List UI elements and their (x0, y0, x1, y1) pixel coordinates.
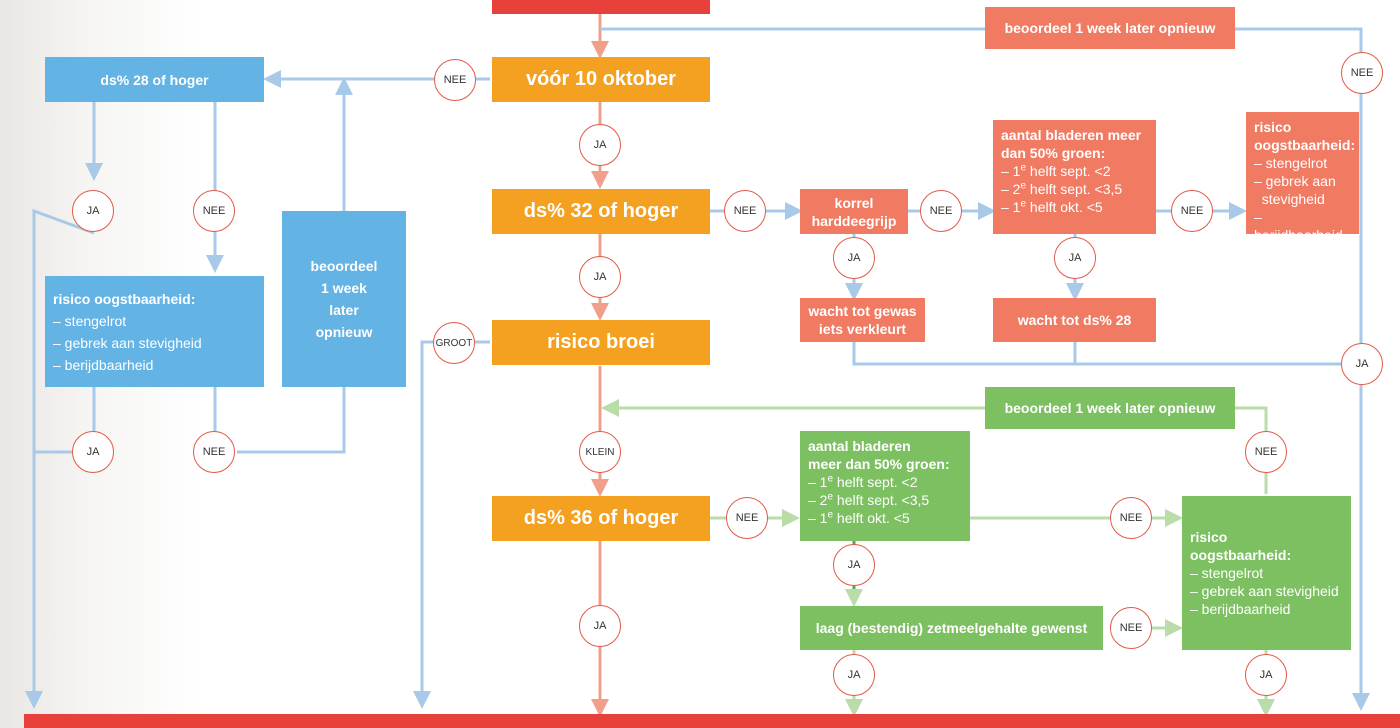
decision-groot-circle: GROOT (433, 322, 475, 364)
risico-salmon-item: – gebrek aan (1254, 173, 1336, 189)
decision-ja-circle: JA (1341, 343, 1383, 385)
risico-salmon-item: – stengelrot (1254, 155, 1328, 171)
box-laag-zetmeel: laag (bestendig) zetmeelgehalte gewenst (800, 606, 1103, 650)
decision-ja-circle: JA (833, 654, 875, 696)
beoordeel-left-line: 1 week (321, 280, 367, 296)
bladeren-salmon-item: – 1e helft okt. <5 (1001, 198, 1103, 215)
bladeren-salmon-item: – 2e helft sept. <3,5 (1001, 180, 1123, 197)
risico-salmon-item: stevigheid (1254, 191, 1325, 207)
bladeren-green-item: – 1e helft okt. <5 (808, 509, 910, 526)
decision-nee-circle: NEE (193, 431, 235, 473)
box-ds28: ds% 28 of hoger (45, 57, 264, 102)
decision-nee-circle: NEE (1341, 52, 1383, 94)
box-wacht-ds28: wacht tot ds% 28 (993, 298, 1156, 342)
decision-ja-circle: JA (72, 190, 114, 232)
beoordeel-left-line: opnieuw (315, 324, 373, 340)
beoordeel-left-line: later (329, 302, 359, 318)
box-beoordeel-green: beoordeel 1 week later opnieuw (985, 387, 1235, 429)
box-risico-left: risico oogstbaarheid: – stengelrot – geb… (45, 276, 264, 387)
risico-green-title: oogstbaarheid: (1190, 547, 1292, 563)
box-risico-green: risico oogstbaarheid: – stengelrot – geb… (1182, 496, 1351, 650)
decision-nee-circle: NEE (1171, 190, 1213, 232)
box-ds36: ds% 36 of hoger (492, 496, 710, 541)
top-red-bar (492, 0, 710, 14)
decision-ja-circle: JA (833, 237, 875, 279)
decision-nee-circle: NEE (920, 190, 962, 232)
risico-left-item: – berijdbaarheid (53, 357, 154, 373)
box-korrel: korrel harddeegrijp (800, 189, 908, 234)
box-ds32: ds% 32 of hoger (492, 189, 710, 234)
bladeren-green-item: – 1e helft sept. <2 (808, 473, 918, 490)
decision-klein-circle: KLEIN (579, 431, 621, 473)
decision-nee-circle: NEE (193, 190, 235, 232)
decision-nee-circle: NEE (726, 497, 768, 539)
risico-salmon-title: risico (1254, 119, 1292, 135)
box-beoordeel-left: beoordeel 1 week later opnieuw (282, 211, 406, 387)
decision-nee-circle: NEE (434, 59, 476, 101)
decision-ja-circle: JA (833, 544, 875, 586)
box-wacht-gewas: wacht tot gewas iets verkleurt (800, 298, 925, 342)
risico-salmon-title: oogstbaarheid: (1254, 137, 1356, 153)
risico-left-item: – gebrek aan stevigheid (53, 335, 202, 351)
korrel-line: harddeegrijp (811, 212, 897, 229)
decision-ja-circle: JA (72, 431, 114, 473)
box-bladeren-salmon: aantal bladeren meer dan 50% groen: – 1e… (993, 120, 1156, 234)
decision-ja-circle: JA (1245, 654, 1287, 696)
box-risico-salmon: risico oogstbaarheid: – stengelrot – geb… (1246, 112, 1359, 243)
bladeren-salmon-item: – 1e helft sept. <2 (1001, 162, 1111, 179)
wacht-gewas-line: wacht tot gewas (808, 303, 917, 319)
box-voor-10-oktober: vóór 10 oktober (492, 57, 710, 102)
decision-ja-circle: JA (579, 605, 621, 647)
risico-green-item: – berijdbaarheid (1190, 601, 1291, 617)
decision-nee-circle: NEE (1110, 497, 1152, 539)
bladeren-green-item: – 2e helft sept. <3,5 (808, 491, 930, 508)
decision-ja-circle: JA (1054, 237, 1096, 279)
risico-green-item: – gebrek aan stevigheid (1190, 583, 1339, 599)
risico-green-item: – stengelrot (1190, 565, 1264, 581)
decision-nee-circle: NEE (1245, 431, 1287, 473)
bladeren-green-title: meer dan 50% groen: (808, 456, 950, 472)
risico-left-item: – stengelrot (53, 313, 127, 329)
risico-salmon-item: – berijdbaarheid (1254, 209, 1343, 243)
risico-left-title: risico oogstbaarheid: (53, 291, 196, 307)
wacht-gewas-line: iets verkleurt (818, 321, 907, 337)
bladeren-salmon-title: dan 50% groen: (1001, 145, 1106, 161)
box-risico-broei: risico broei (492, 320, 710, 365)
beoordeel-left-line: beoordeel (310, 258, 378, 274)
bottom-red-bar (24, 714, 1400, 728)
bladeren-green-title: aantal bladeren (808, 438, 911, 454)
bladeren-salmon-title: aantal bladeren meer (1001, 127, 1142, 143)
decision-nee-circle: NEE (724, 190, 766, 232)
risico-green-title: risico (1190, 529, 1228, 545)
decision-ja-circle: JA (579, 124, 621, 166)
box-beoordeel-top: beoordeel 1 week later opnieuw (985, 7, 1235, 49)
box-bladeren-green: aantal bladeren meer dan 50% groen: – 1e… (800, 431, 970, 541)
decision-ja-circle: JA (579, 256, 621, 298)
korrel-line: korrel (834, 194, 874, 211)
decision-nee-circle: NEE (1110, 607, 1152, 649)
